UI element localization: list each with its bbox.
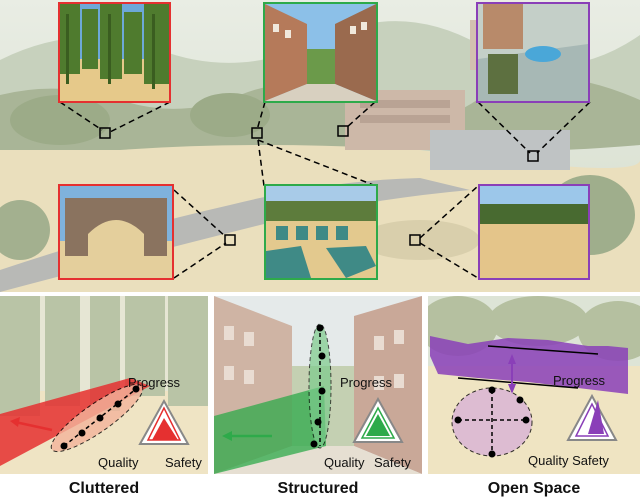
- panel-structured: Progress Quality Safety: [214, 296, 422, 474]
- inset-arch: [58, 184, 174, 280]
- inset-open: [478, 184, 590, 280]
- aerial-scene: [0, 0, 640, 292]
- progress-label: Progress: [128, 375, 181, 390]
- progress-label: Progress: [553, 373, 606, 388]
- caption-cluttered: Cluttered: [68, 480, 140, 497]
- caption-open-space: Open Space: [487, 480, 581, 497]
- caption-structured: Structured: [277, 480, 359, 497]
- cluttered-illustration: [0, 296, 208, 474]
- panel-cluttered: Progress Quality Safety: [0, 296, 208, 474]
- quality-label: Quality: [98, 455, 139, 470]
- quality-safety-label: Quality Safety: [528, 453, 609, 468]
- inset-street: [263, 2, 378, 103]
- structured-illustration: [214, 296, 422, 474]
- safety-label: Safety: [374, 455, 411, 470]
- inset-grid: [264, 184, 378, 280]
- progress-label: Progress: [340, 375, 393, 390]
- inset-forest: [58, 2, 171, 103]
- panel-open-space: Progress Quality Safety: [428, 296, 640, 474]
- quality-label: Quality: [324, 455, 365, 470]
- safety-label: Safety: [165, 455, 202, 470]
- inset-plaza: [476, 2, 590, 103]
- open-space-illustration: [428, 296, 640, 474]
